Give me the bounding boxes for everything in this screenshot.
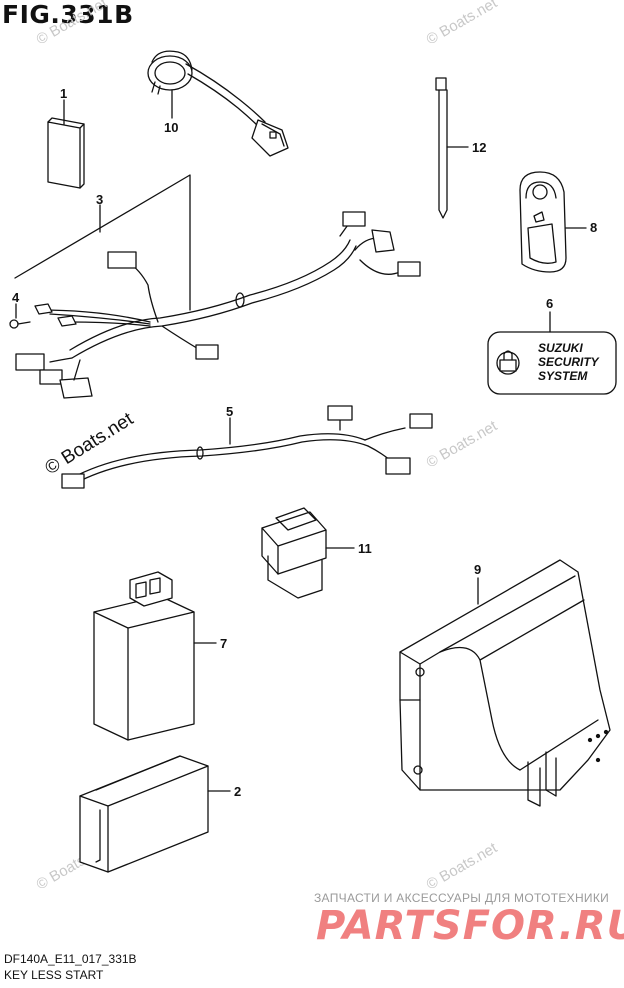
callout-10: 10 (164, 120, 178, 135)
callout-group: 1 2 3 4 5 6 7 8 9 10 11 12 (12, 86, 597, 799)
callout-3: 3 (96, 192, 103, 207)
brand-logo: PARTSFOR.RU (316, 903, 624, 949)
callout-8: 8 (590, 220, 597, 235)
security-label-line1: SUZUKI (538, 341, 583, 355)
figure-code: DF140A_E11_017_331B (4, 952, 137, 966)
part-3-harness (14, 174, 421, 399)
security-label-line3: SYSTEM (538, 369, 588, 383)
callout-4: 4 (12, 290, 20, 305)
watermark-top-right: © Boats.net (424, 0, 501, 48)
part-8-key-fob (519, 171, 587, 273)
callout-1: 1 (60, 86, 67, 101)
watermark-top-left: © Boats.net (34, 0, 111, 48)
callout-7: 7 (220, 636, 227, 651)
part-5-harness (61, 405, 433, 489)
part-7-module (93, 571, 217, 741)
part-4-rivet (9, 303, 31, 329)
part-2-holder (79, 755, 231, 873)
promo-text: ЗАПЧАСТИ И АКСЕССУАРЫ ДЛЯ МОТОТЕХНИКИ (314, 891, 610, 905)
security-label-line2: SECURITY (538, 355, 600, 369)
figure-subtitle: KEY LESS START (4, 968, 104, 982)
part-9-bracket (399, 559, 611, 807)
part-10-sensor (147, 50, 289, 157)
figure-title: FIG.331B (2, 0, 134, 29)
callout-5: 5 (226, 404, 233, 419)
watermark-bottom-right: © Boats.net (424, 839, 501, 893)
part-1-card (47, 99, 85, 189)
callout-9: 9 (474, 562, 481, 577)
watermark-large: © Boats.net (42, 408, 138, 479)
part-6-security-label: SUZUKI SECURITY SYSTEM (487, 311, 617, 395)
watermark-mid-right: © Boats.net (424, 417, 501, 471)
callout-12: 12 (472, 140, 486, 155)
callout-2: 2 (234, 784, 241, 799)
callout-11: 11 (358, 541, 372, 556)
callout-6: 6 (546, 296, 553, 311)
part-11-relay (261, 507, 355, 599)
part-12-cable-tie (435, 77, 469, 219)
